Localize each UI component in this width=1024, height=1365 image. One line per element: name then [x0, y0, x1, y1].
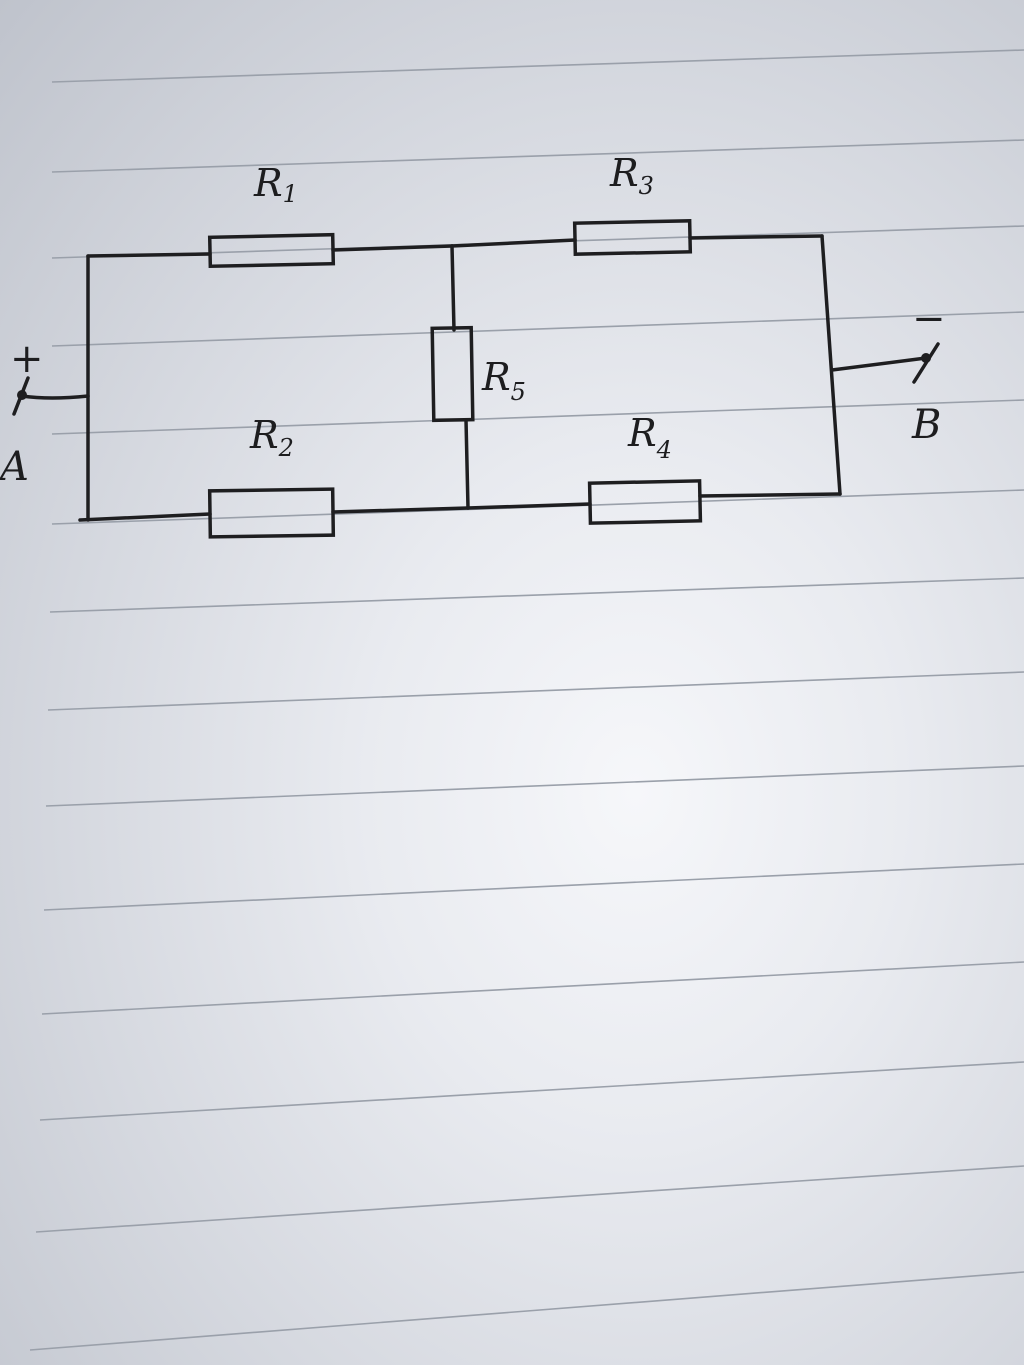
wire-r4-b: [698, 492, 842, 498]
wire-a-r1: [86, 252, 212, 258]
ruled-line: [47, 671, 1024, 711]
label-r3: R3: [609, 151, 654, 200]
ruled-lines: [29, 49, 1024, 1351]
terminal-b-lead: [830, 356, 928, 372]
resistor-labels: R1 R3 R2 R4 R5: [249, 151, 672, 464]
right-bus-wire: [820, 234, 842, 496]
ruled-line: [41, 961, 1024, 1015]
label-r4: R4: [627, 411, 672, 464]
resistor-r5: [430, 325, 475, 423]
wire-top-node-r5: [450, 244, 456, 332]
terminal-b-polarity: −: [912, 296, 946, 342]
ruled-line: [49, 577, 1024, 613]
wire-r5-bottom-node: [464, 418, 470, 510]
ruled-line: [45, 765, 1024, 807]
ruled-line: [29, 1271, 1024, 1351]
resistor-r2: [207, 487, 336, 539]
ruled-line: [39, 1061, 1024, 1121]
terminal-a-dot: [17, 390, 27, 400]
terminal-a-label: A: [0, 444, 29, 490]
wire-node-r3: [450, 238, 577, 248]
label-r1: R1: [253, 161, 298, 208]
wires: [12, 234, 940, 522]
label-r5: R5: [481, 355, 526, 406]
resistor-r3: [572, 219, 693, 256]
terminal-labels: + A − B: [0, 296, 946, 490]
resistors: [207, 219, 703, 539]
wire-r1-node: [331, 244, 454, 252]
ruled-line: [51, 311, 1024, 347]
resistor-r1: [207, 232, 336, 269]
terminal-b-dot: [921, 353, 931, 363]
resistor-r4: [587, 479, 703, 525]
ruled-line: [35, 1165, 1024, 1233]
terminal-a-polarity: +: [10, 336, 44, 382]
ruled-line: [51, 399, 1024, 435]
label-r2: R2: [249, 413, 294, 462]
wire-r3-b: [688, 234, 824, 240]
ruled-line: [51, 49, 1024, 83]
wire-node-r4: [466, 502, 592, 510]
wire-r2-node: [331, 506, 470, 514]
ruled-line: [51, 139, 1024, 173]
ruled-line: [43, 863, 1024, 911]
terminal-b-label: B: [911, 402, 941, 448]
terminal-a-lead: [20, 394, 90, 400]
wire-a-r2: [78, 512, 212, 522]
